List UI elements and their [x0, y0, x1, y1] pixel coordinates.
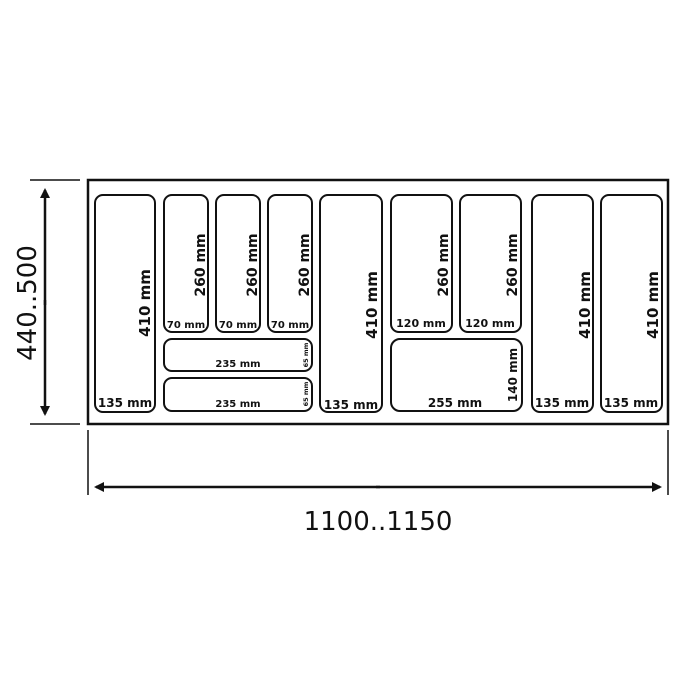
- compartment-middle-long-width: 135 mm: [324, 398, 378, 412]
- compartment-right-long-a-width: 135 mm: [535, 396, 589, 410]
- compartment-horizontal-top-length: 235 mm: [215, 359, 260, 370]
- compartment-wide-bottom: 255 mm 140 mm: [390, 338, 523, 412]
- compartment-right-long-b-outline: [600, 194, 663, 413]
- compartment-wide-bottom-width: 140 mm: [506, 348, 520, 402]
- compartment-small-b-outline: [215, 194, 261, 333]
- compartment-left-long-width: 135 mm: [98, 396, 152, 410]
- compartment-small-e-width: 120 mm: [465, 317, 515, 330]
- tray-outline: [86, 178, 670, 426]
- compartment-right-long-b-width: 135 mm: [604, 396, 658, 410]
- compartment-small-e-outline: [459, 194, 522, 333]
- compartment-left-long: 410 mm 135 mm: [94, 194, 156, 413]
- compartment-small-c-outline: [267, 194, 313, 333]
- compartment-right-long-a-length: 410 mm: [576, 271, 594, 339]
- compartment-horizontal-bottom-width: 65 mm: [302, 381, 310, 406]
- width-dimension: 1100..1150: [87, 430, 669, 537]
- depth-label: 440..500: [13, 245, 43, 361]
- compartment-horizontal-top-outline: [163, 338, 313, 372]
- compartment-middle-long-outline: [319, 194, 383, 413]
- compartment-small-a-length: 260 mm: [193, 233, 209, 296]
- compartment-right-long-b: 410 mm 135 mm: [600, 194, 663, 413]
- compartment-small-d-outline: [390, 194, 453, 333]
- compartment-small-e-length: 260 mm: [505, 233, 521, 296]
- compartment-middle-long: 410 mm 135 mm: [319, 194, 383, 413]
- compartment-small-e: 260 mm 120 mm: [459, 194, 522, 333]
- compartment-horizontal-top-width: 65 mm: [302, 342, 310, 367]
- compartment-wide-bottom-length: 255 mm: [428, 396, 482, 410]
- compartment-right-long-b-length: 410 mm: [644, 271, 662, 339]
- compartment-horizontal-bottom-outline: [163, 377, 313, 412]
- compartment-small-a-width: 70 mm: [167, 320, 205, 331]
- compartment-middle-long-length: 410 mm: [363, 271, 381, 339]
- compartment-small-c-length: 260 mm: [297, 233, 313, 296]
- compartment-small-c-width: 70 mm: [271, 320, 309, 331]
- compartment-horizontal-bottom-length: 235 mm: [215, 399, 260, 410]
- compartment-small-c: 260 mm 70 mm: [267, 194, 313, 333]
- compartment-wide-bottom-outline: [390, 338, 523, 412]
- compartment-small-b: 260 mm 70 mm: [215, 194, 261, 333]
- compartment-small-a-outline: [163, 194, 209, 333]
- compartment-small-b-width: 70 mm: [219, 320, 257, 331]
- compartment-small-d-length: 260 mm: [436, 233, 452, 296]
- compartment-small-d: 260 mm 120 mm: [390, 194, 453, 333]
- compartment-right-long-a: 410 mm 135 mm: [531, 194, 594, 413]
- compartment-left-long-length: 410 mm: [136, 269, 154, 337]
- compartment-horizontal-top: 235 mm 65 mm: [163, 338, 313, 372]
- depth-dimension: 440..500: [13, 179, 80, 425]
- compartment-left-long-outline: [94, 194, 156, 413]
- compartment-right-long-a-outline: [531, 194, 594, 413]
- compartment-small-a: 260 mm 70 mm: [163, 194, 209, 333]
- width-label: 1100..1150: [304, 507, 453, 537]
- compartment-small-d-width: 120 mm: [396, 317, 446, 330]
- compartment-horizontal-bottom: 235 mm 65 mm: [163, 377, 313, 412]
- compartment-small-b-length: 260 mm: [245, 233, 261, 296]
